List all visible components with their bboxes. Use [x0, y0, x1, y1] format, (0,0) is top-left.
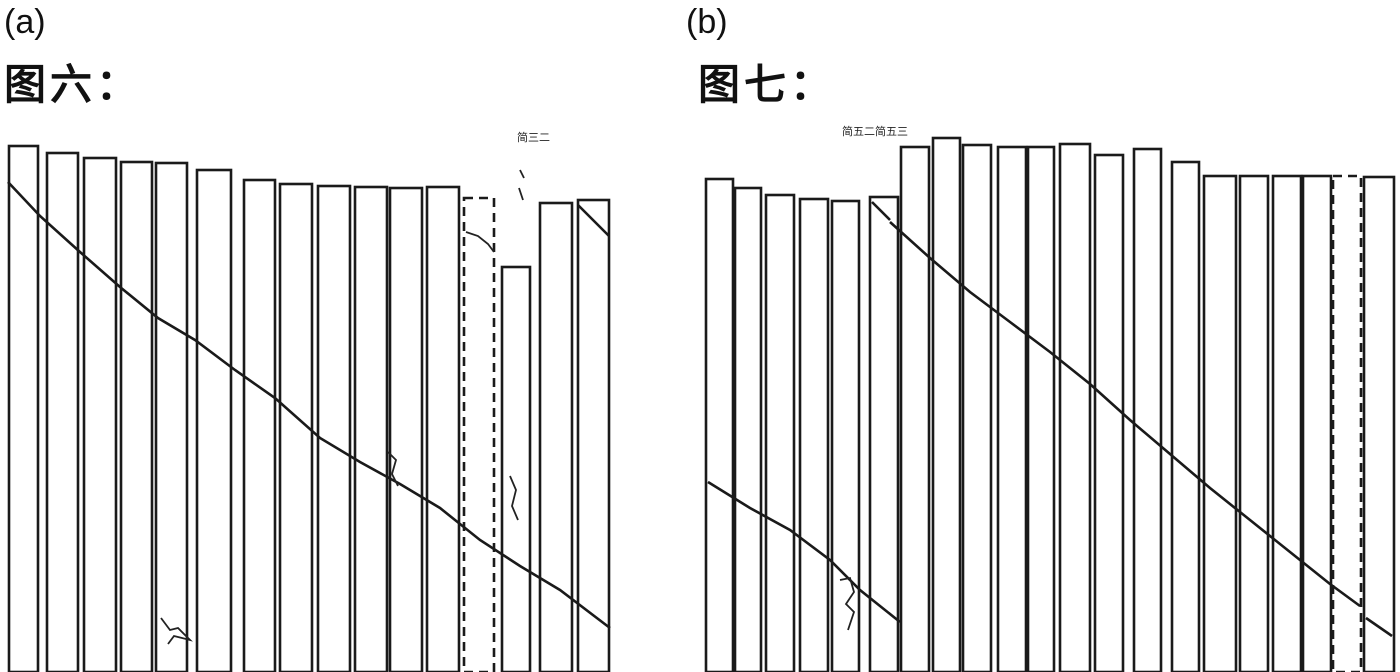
strip — [961, 143, 993, 672]
strip — [119, 160, 154, 672]
strip — [353, 185, 389, 672]
strip — [1132, 147, 1163, 672]
panel-a-scribble — [387, 451, 399, 487]
panel-a-strips — [7, 144, 611, 672]
strip — [996, 145, 1028, 672]
panel-a-strip-label: 简三二 — [517, 131, 550, 144]
strip — [764, 193, 796, 672]
strip — [316, 184, 352, 672]
panel-b-diagonal-line — [889, 221, 1361, 608]
panel-a-label: (a) — [4, 3, 46, 41]
panel-a-diagonal-line — [7, 181, 611, 630]
strip-short — [500, 265, 532, 672]
strip — [388, 186, 424, 672]
strip — [899, 145, 931, 672]
strip — [1238, 174, 1270, 672]
strip — [278, 182, 314, 672]
panel-b-title: 图七： — [698, 60, 837, 109]
panel-a-title: 图六： — [4, 60, 143, 109]
strip — [1026, 145, 1056, 672]
strip — [82, 156, 118, 672]
strip — [798, 197, 830, 672]
strip — [830, 199, 861, 672]
strip — [931, 136, 962, 672]
panel-b-label: (b) — [686, 3, 728, 41]
strip-broken — [462, 196, 496, 672]
strip — [733, 186, 763, 672]
panel-a-scribble — [160, 617, 193, 645]
panel-b-strips — [704, 136, 1396, 672]
strip — [242, 178, 277, 672]
strip — [1170, 160, 1201, 672]
strip — [425, 185, 461, 672]
strip — [1301, 174, 1333, 672]
strip — [45, 151, 80, 672]
strip — [1362, 175, 1396, 672]
panel-a: (a) 图六： 简三二 — [0, 0, 680, 672]
strip — [538, 201, 574, 672]
panel-b-diagonal-line-top — [871, 201, 891, 221]
panel-b-bamboo-strips-drawing — [704, 136, 1396, 672]
panel-a-scribble — [465, 231, 495, 253]
panel-b-strip-label: 简五二简五三 — [842, 125, 908, 138]
panel-a-bamboo-strips-drawing — [7, 144, 611, 672]
panel-a-diagonal-line-top — [577, 204, 610, 237]
strip — [1271, 174, 1303, 672]
panel-b: (b) 图七： 简五二简五三 — [686, 0, 1400, 672]
panel-b-scribble — [839, 576, 856, 631]
strip — [7, 144, 40, 672]
panel-a-scribble — [509, 475, 519, 521]
strip — [576, 198, 611, 672]
strip — [704, 177, 735, 672]
strip — [868, 195, 900, 672]
panel-a-scribble — [518, 169, 525, 201]
strip — [1058, 142, 1092, 672]
panel-b-diagonal-line-lower — [707, 480, 901, 624]
strip — [1093, 153, 1125, 672]
strip — [154, 161, 189, 672]
strip — [195, 168, 233, 672]
strip — [1202, 174, 1238, 672]
panel-b-diagonal-line-right — [1365, 616, 1393, 638]
